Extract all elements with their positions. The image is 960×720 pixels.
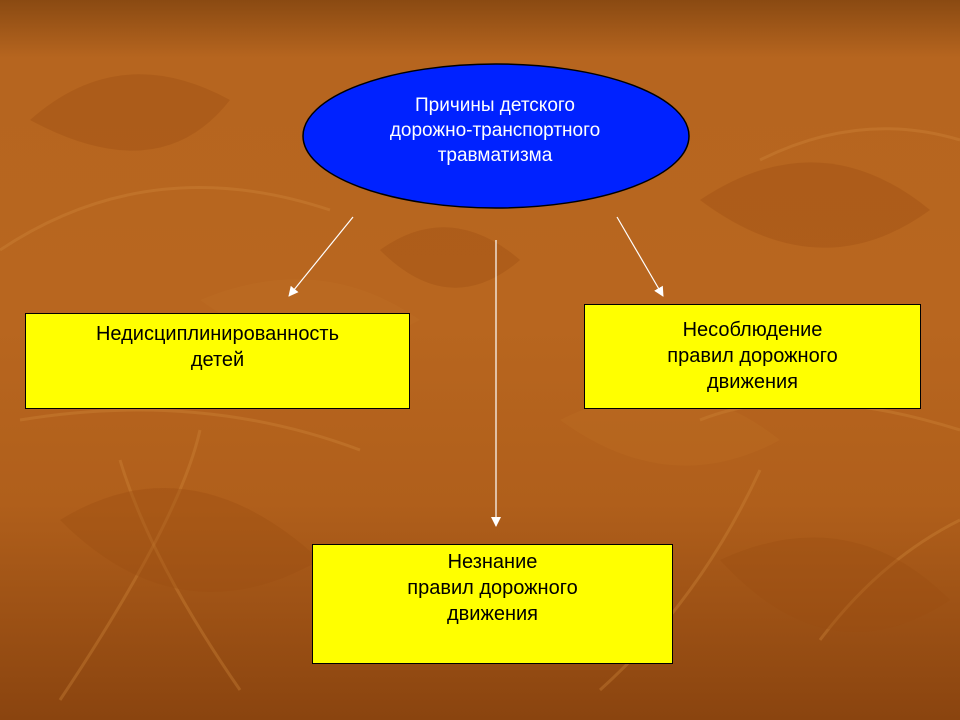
cause-box-indiscipline: Недисциплинированность детей — [25, 313, 410, 409]
arrow-to-left-box — [288, 216, 354, 297]
cause-box-rule-ignorance: Незнание правил дорожного движения — [312, 544, 673, 664]
root-ellipse — [302, 63, 690, 209]
cause-box-rule-violation: Несоблюдение правил дорожного движения — [584, 304, 921, 409]
root-label: Причины детского дорожно-транспортного т… — [389, 95, 601, 166]
arrow-to-right-box — [616, 216, 664, 297]
